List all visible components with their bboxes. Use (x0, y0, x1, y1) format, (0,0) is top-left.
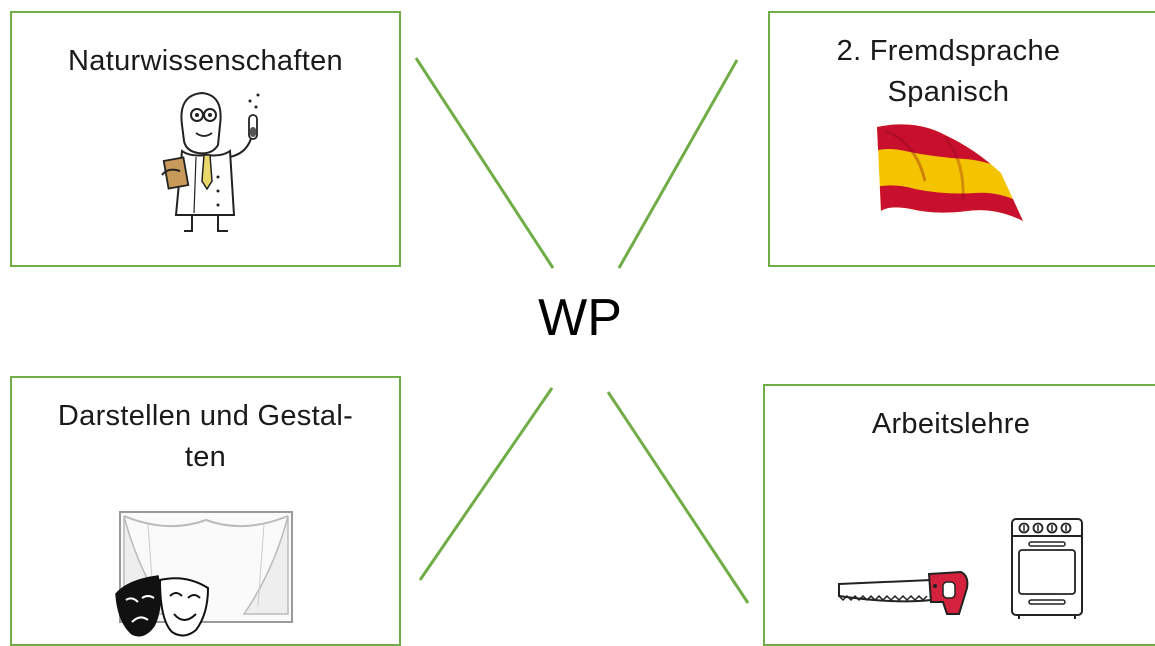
theater-masks-icon (115, 511, 293, 637)
box-label: 2. Fremdsprache Spanisch (836, 35, 1061, 108)
box-naturwissenschaften: Naturwissenschaften (10, 11, 401, 267)
connector-bottom-left (418, 387, 554, 581)
connector-top-right (617, 59, 739, 269)
connector-top-left (414, 57, 555, 269)
saw-icon (838, 570, 969, 615)
box-arbeitslehre: Arbeitslehre (763, 384, 1155, 646)
connector-bottom-right (606, 391, 750, 604)
oven-icon (1011, 518, 1083, 619)
spanish-flag-icon (877, 124, 1023, 221)
box-label: Darstellen und Gestal- ten (57, 400, 354, 473)
center-label: WP (538, 289, 622, 347)
box-label: Naturwissenschaften (68, 45, 343, 77)
box-darstellen-gestalten: Darstellen und Gestal- ten (10, 376, 401, 646)
box-label: Arbeitslehre (871, 408, 1031, 440)
box-fremdsprache-spanisch: 2. Fremdsprache Spanisch (768, 11, 1155, 267)
scientist-icon (161, 91, 260, 232)
